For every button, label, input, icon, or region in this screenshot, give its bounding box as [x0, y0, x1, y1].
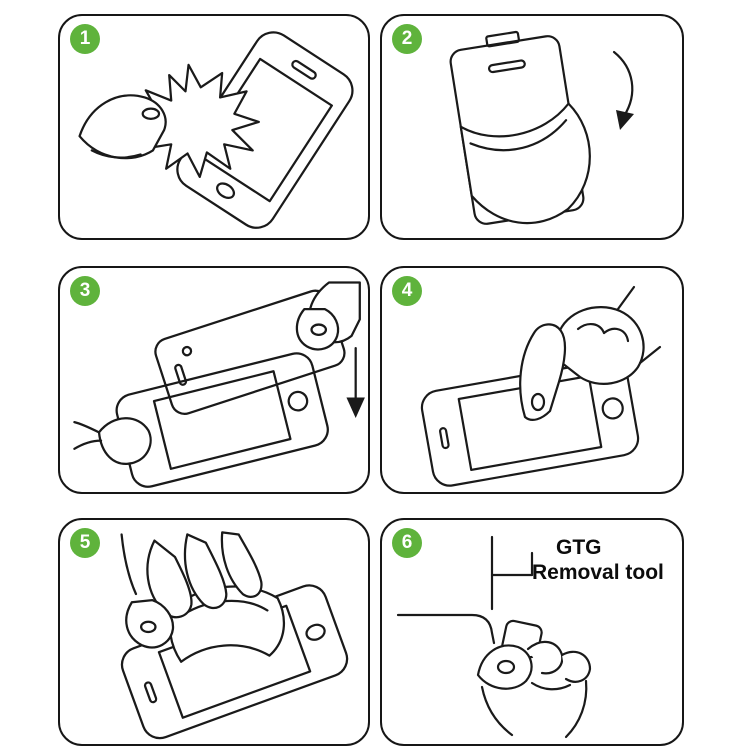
- smooth-cloth-illustration: [120, 531, 349, 740]
- thumbnail: [139, 620, 157, 634]
- align-glass-illustration: [73, 281, 365, 488]
- step-panel-3: 3: [58, 266, 370, 494]
- thumbnail: [496, 659, 516, 675]
- step-panel-4: 4: [380, 266, 684, 494]
- step-badge: 5: [70, 528, 100, 558]
- wrist-line: [564, 679, 588, 739]
- index-finger-icon: [519, 323, 567, 421]
- holding-hand-icon: [97, 417, 152, 465]
- step-panel-1: 1: [58, 14, 370, 240]
- tool-label-line1: GTG: [556, 536, 602, 559]
- wrist-line: [480, 685, 514, 737]
- fist-icon: [556, 306, 645, 385]
- step-badge: 2: [392, 24, 422, 54]
- thumb-icon: [476, 644, 533, 690]
- finger-icon: [183, 533, 228, 610]
- thumbnail: [310, 323, 328, 336]
- step-panel-5: 5: [58, 518, 370, 746]
- finger-icon: [220, 531, 263, 598]
- arrowhead-icon: [346, 397, 365, 418]
- fingernail: [530, 392, 546, 412]
- palm-line: [530, 681, 572, 691]
- thumbnail: [141, 107, 161, 120]
- phone-icon: [115, 352, 329, 488]
- curved-arrow-icon: [612, 50, 634, 118]
- finger-icon: [146, 539, 193, 619]
- peel-film-illustration: [449, 30, 634, 225]
- thumb-icon: [125, 599, 175, 649]
- removal-tool-illustration: [396, 535, 592, 739]
- step-badge: 4: [392, 276, 422, 306]
- step-badge: 1: [70, 24, 100, 54]
- finger-icon: [526, 640, 564, 675]
- hand-icon: [78, 94, 167, 160]
- thumb-icon: [295, 308, 340, 351]
- screen-corner-line: [396, 613, 496, 645]
- press-screen-illustration: [420, 285, 662, 487]
- step-badge: 6: [392, 528, 422, 558]
- arrowhead-icon: [616, 110, 634, 130]
- step-panel-6: 6 GTG Removal tool: [380, 518, 684, 746]
- step-badge: 3: [70, 276, 100, 306]
- tool-label-line2: Removal tool: [532, 560, 664, 584]
- step-panel-2: 2: [380, 14, 684, 240]
- protector-film-icon: [449, 30, 591, 225]
- finger-icon: [560, 650, 592, 683]
- removal-tool-label: GTG Removal tool: [532, 536, 664, 586]
- clean-screen-illustration: [78, 31, 354, 229]
- cleaning-cloth-icon: [134, 63, 260, 179]
